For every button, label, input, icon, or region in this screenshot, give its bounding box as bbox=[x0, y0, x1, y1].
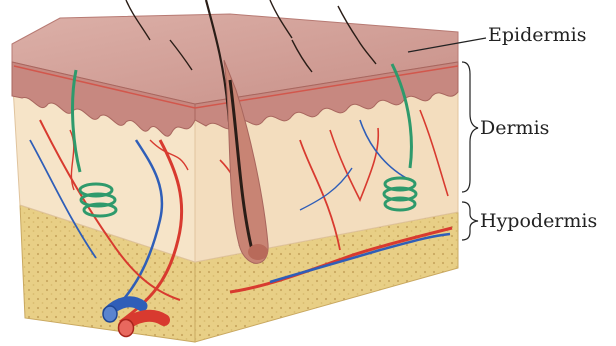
hypodermis-bracket bbox=[462, 202, 478, 240]
epidermis-label: Epidermis bbox=[488, 26, 586, 45]
dermis-label: Dermis bbox=[480, 119, 549, 138]
hypodermis-label: Hypodermis bbox=[480, 212, 597, 231]
dermis-bracket bbox=[462, 62, 478, 192]
